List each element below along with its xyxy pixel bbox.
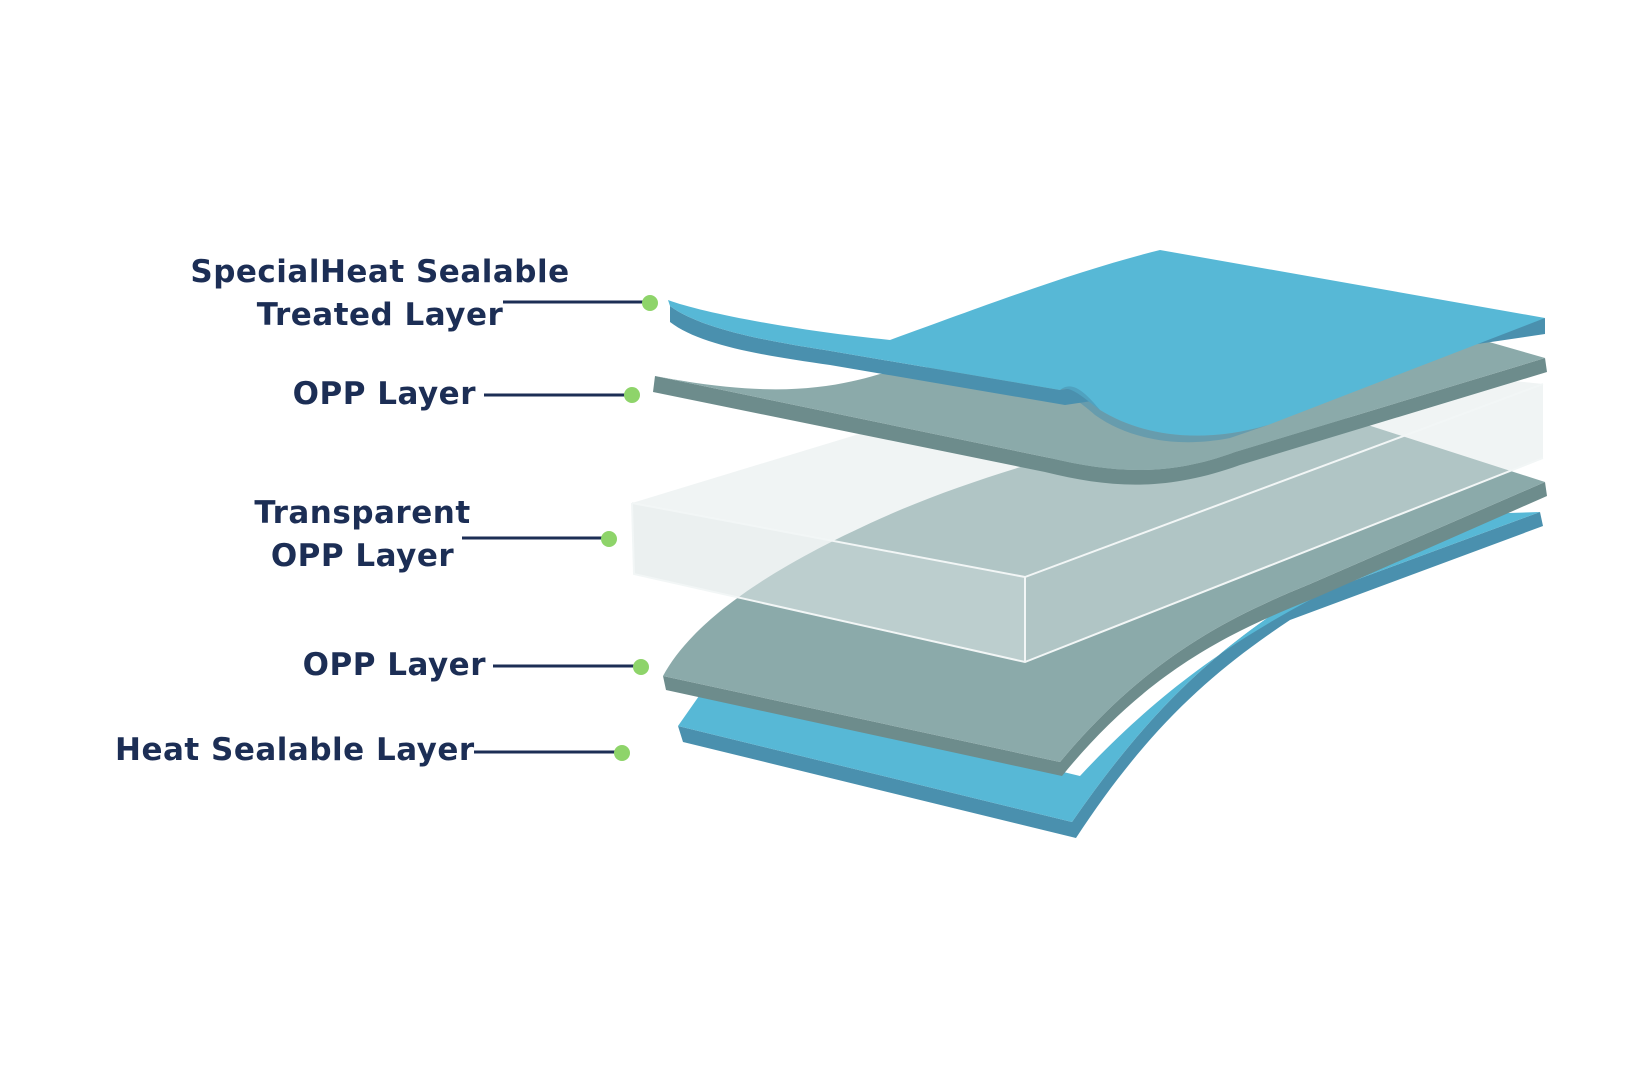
heat-sealable-layer-edge — [678, 512, 1543, 838]
opp-lower-layer-shape — [663, 400, 1547, 776]
transparent-opp-front-face — [632, 503, 1025, 662]
label-opp-upper-line-1: OPP Layer — [292, 376, 476, 412]
label-opp-lower: OPP Layer — [250, 644, 486, 687]
transparent-opp-side-face — [1025, 384, 1543, 662]
special-heat-sealable-layer-shape — [668, 250, 1545, 443]
marker-dot-heat-sealable — [614, 745, 630, 761]
label-heat-sealable: Heat Sealable Layer — [115, 729, 475, 772]
label-special-heat-sealable-line-1: SpecialHeat Sealable — [190, 254, 570, 290]
opp-upper-layer-edge — [653, 358, 1547, 485]
special-heat-sealable-layer-fold — [1060, 386, 1268, 443]
heat-sealable-layer-shape — [678, 512, 1543, 838]
opp-lower-layer-edge — [663, 482, 1547, 776]
special-heat-sealable-layer-top — [668, 250, 1545, 436]
label-special-heat-sealable-line-2: Treated Layer — [256, 297, 504, 333]
label-opp-upper: OPP Layer — [240, 373, 476, 416]
label-transparent-opp-line-2: OPP Layer — [270, 538, 455, 574]
marker-dot-opp-upper — [624, 387, 640, 403]
heat-sealable-layer-top — [678, 512, 1540, 822]
marker-dot-special-heat-sealable — [642, 295, 658, 311]
marker-dot-opp-lower — [633, 659, 649, 675]
label-transparent-opp: Transparent OPP Layer — [240, 492, 485, 578]
opp-lower-layer-top — [663, 400, 1545, 762]
label-opp-lower-line-1: OPP Layer — [302, 647, 486, 683]
label-heat-sealable-line-1: Heat Sealable Layer — [115, 732, 475, 768]
transparent-opp-edges — [631, 383, 1544, 664]
label-transparent-opp-line-1: Transparent — [254, 495, 471, 531]
label-special-heat-sealable: SpecialHeat Sealable Treated Layer — [190, 251, 570, 337]
marker-dot-transparent-opp — [601, 531, 617, 547]
